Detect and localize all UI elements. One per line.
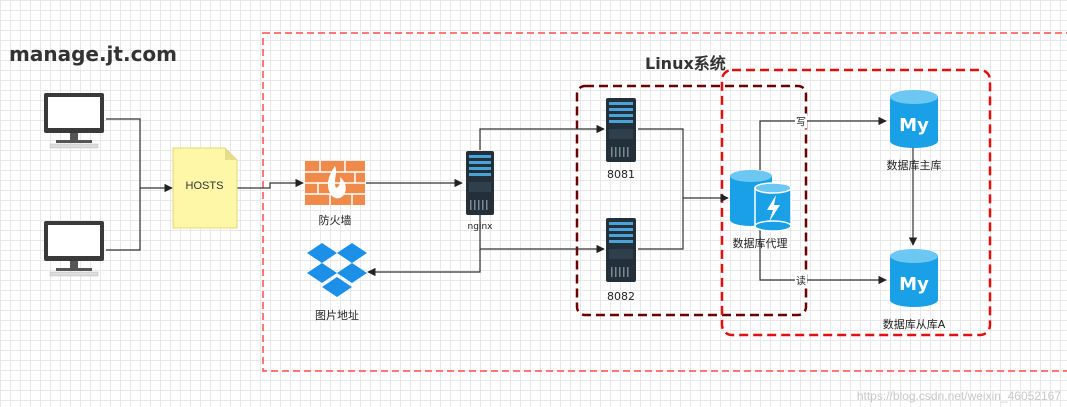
edge-proxy-master <box>759 116 887 170</box>
edge-proxy-slave <box>759 226 887 285</box>
edge-nginx-8081 <box>479 124 605 150</box>
image-store-label: 图片地址 <box>315 309 359 322</box>
db-slave-label: 数据库从库A <box>882 318 946 331</box>
app-servers-frame <box>575 84 808 317</box>
server-8082-label: 8082 <box>607 290 635 303</box>
edge-label-write: 写 <box>795 113 807 129</box>
watermark: https://blog.csdn.net/weixin_46052167 <box>856 389 1061 403</box>
site-title: manage.jt.com <box>9 42 177 66</box>
edge-hosts-firewall <box>237 178 304 189</box>
db-master-label: 数据库主库 <box>886 159 942 172</box>
edge-monitor2-hosts <box>106 188 141 251</box>
edge-8082-proxy <box>638 198 684 250</box>
database-frame <box>720 68 992 337</box>
hosts-note-icon <box>172 147 238 229</box>
edge-8081-proxy <box>638 128 729 203</box>
nginx-label: nginx <box>467 222 493 232</box>
db-slave-mysql-icon: My <box>890 249 938 307</box>
edge-nginx-8082 <box>479 215 605 254</box>
hosts-label: HOSTS <box>185 180 224 192</box>
nginx-server-icon <box>466 151 494 215</box>
linux-system-frame <box>262 32 1067 372</box>
client-monitor-2-icon <box>44 221 104 277</box>
firewall-icon <box>305 161 365 205</box>
db-slave-logo: My <box>899 274 929 295</box>
firewall-label: 防火墙 <box>318 214 352 227</box>
db-master-logo: My <box>899 115 929 136</box>
client-monitor-1-icon <box>44 93 104 149</box>
db-master-mysql-icon: My <box>890 90 938 148</box>
edge-label-read: 读 <box>795 272 807 288</box>
app-server-8081-icon <box>606 98 636 162</box>
edge-nginx-images <box>367 249 481 277</box>
app-server-8082-icon <box>606 218 636 282</box>
connectors <box>106 116 918 285</box>
server-8081-label: 8081 <box>607 168 635 181</box>
db-proxy-icon <box>730 170 792 232</box>
linux-group-title: Linux系统 <box>645 54 726 73</box>
edge-monitor1-hosts <box>106 118 173 193</box>
db-proxy-label: 数据库代理 <box>732 237 788 250</box>
image-store-dropbox-icon <box>307 243 367 297</box>
